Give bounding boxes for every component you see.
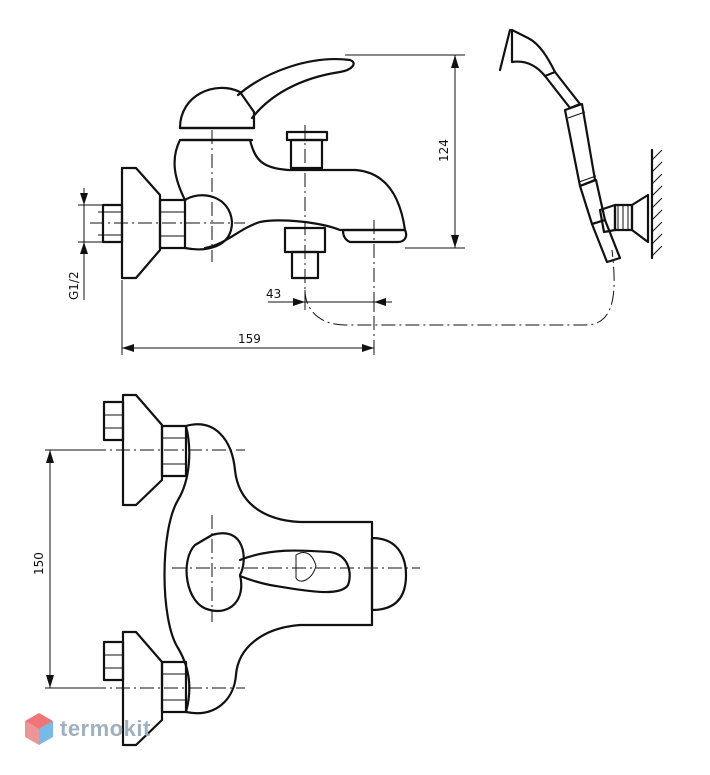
hex-nut [158,198,187,250]
shower-handle [563,102,597,188]
lever-handle [236,58,355,120]
wall-flange [120,166,162,280]
dim-label-124: 124 [437,139,451,162]
dim-label-thread: G1/2 [67,271,81,300]
cartridge-cap [178,86,256,130]
diverter-knob [285,130,329,142]
wall-holder [598,148,663,260]
mixer-body [173,138,407,250]
eccentric-connector [183,194,234,251]
dimension-124: 124 [345,54,465,249]
cartridge-top [185,532,245,613]
dimension-43: 43 [266,287,392,310]
lever-top [238,549,351,594]
watermark-text: termokit [60,716,151,741]
dim-label-43: 43 [266,287,281,301]
shower-hose [304,249,615,326]
wall-hatch [651,149,663,257]
dim-label-159: 159 [238,332,261,346]
dim-label-150: 150 [32,552,46,575]
cube-icon [25,713,53,745]
spout-aerator [341,228,408,244]
inlet-stub [101,203,124,244]
hand-shower [498,28,622,264]
shower-head [510,28,557,78]
dimension-thread: G1/2 [67,188,103,300]
dimension-159: 159 [121,280,375,355]
mixer-top-view [92,393,420,747]
end-cap [370,536,408,612]
body-top-outline [163,423,374,715]
dimension-150: 150 [32,449,104,689]
watermark-logo: termokit [24,712,151,746]
shower-outlet [283,226,327,254]
mixer-side-view [90,58,408,350]
